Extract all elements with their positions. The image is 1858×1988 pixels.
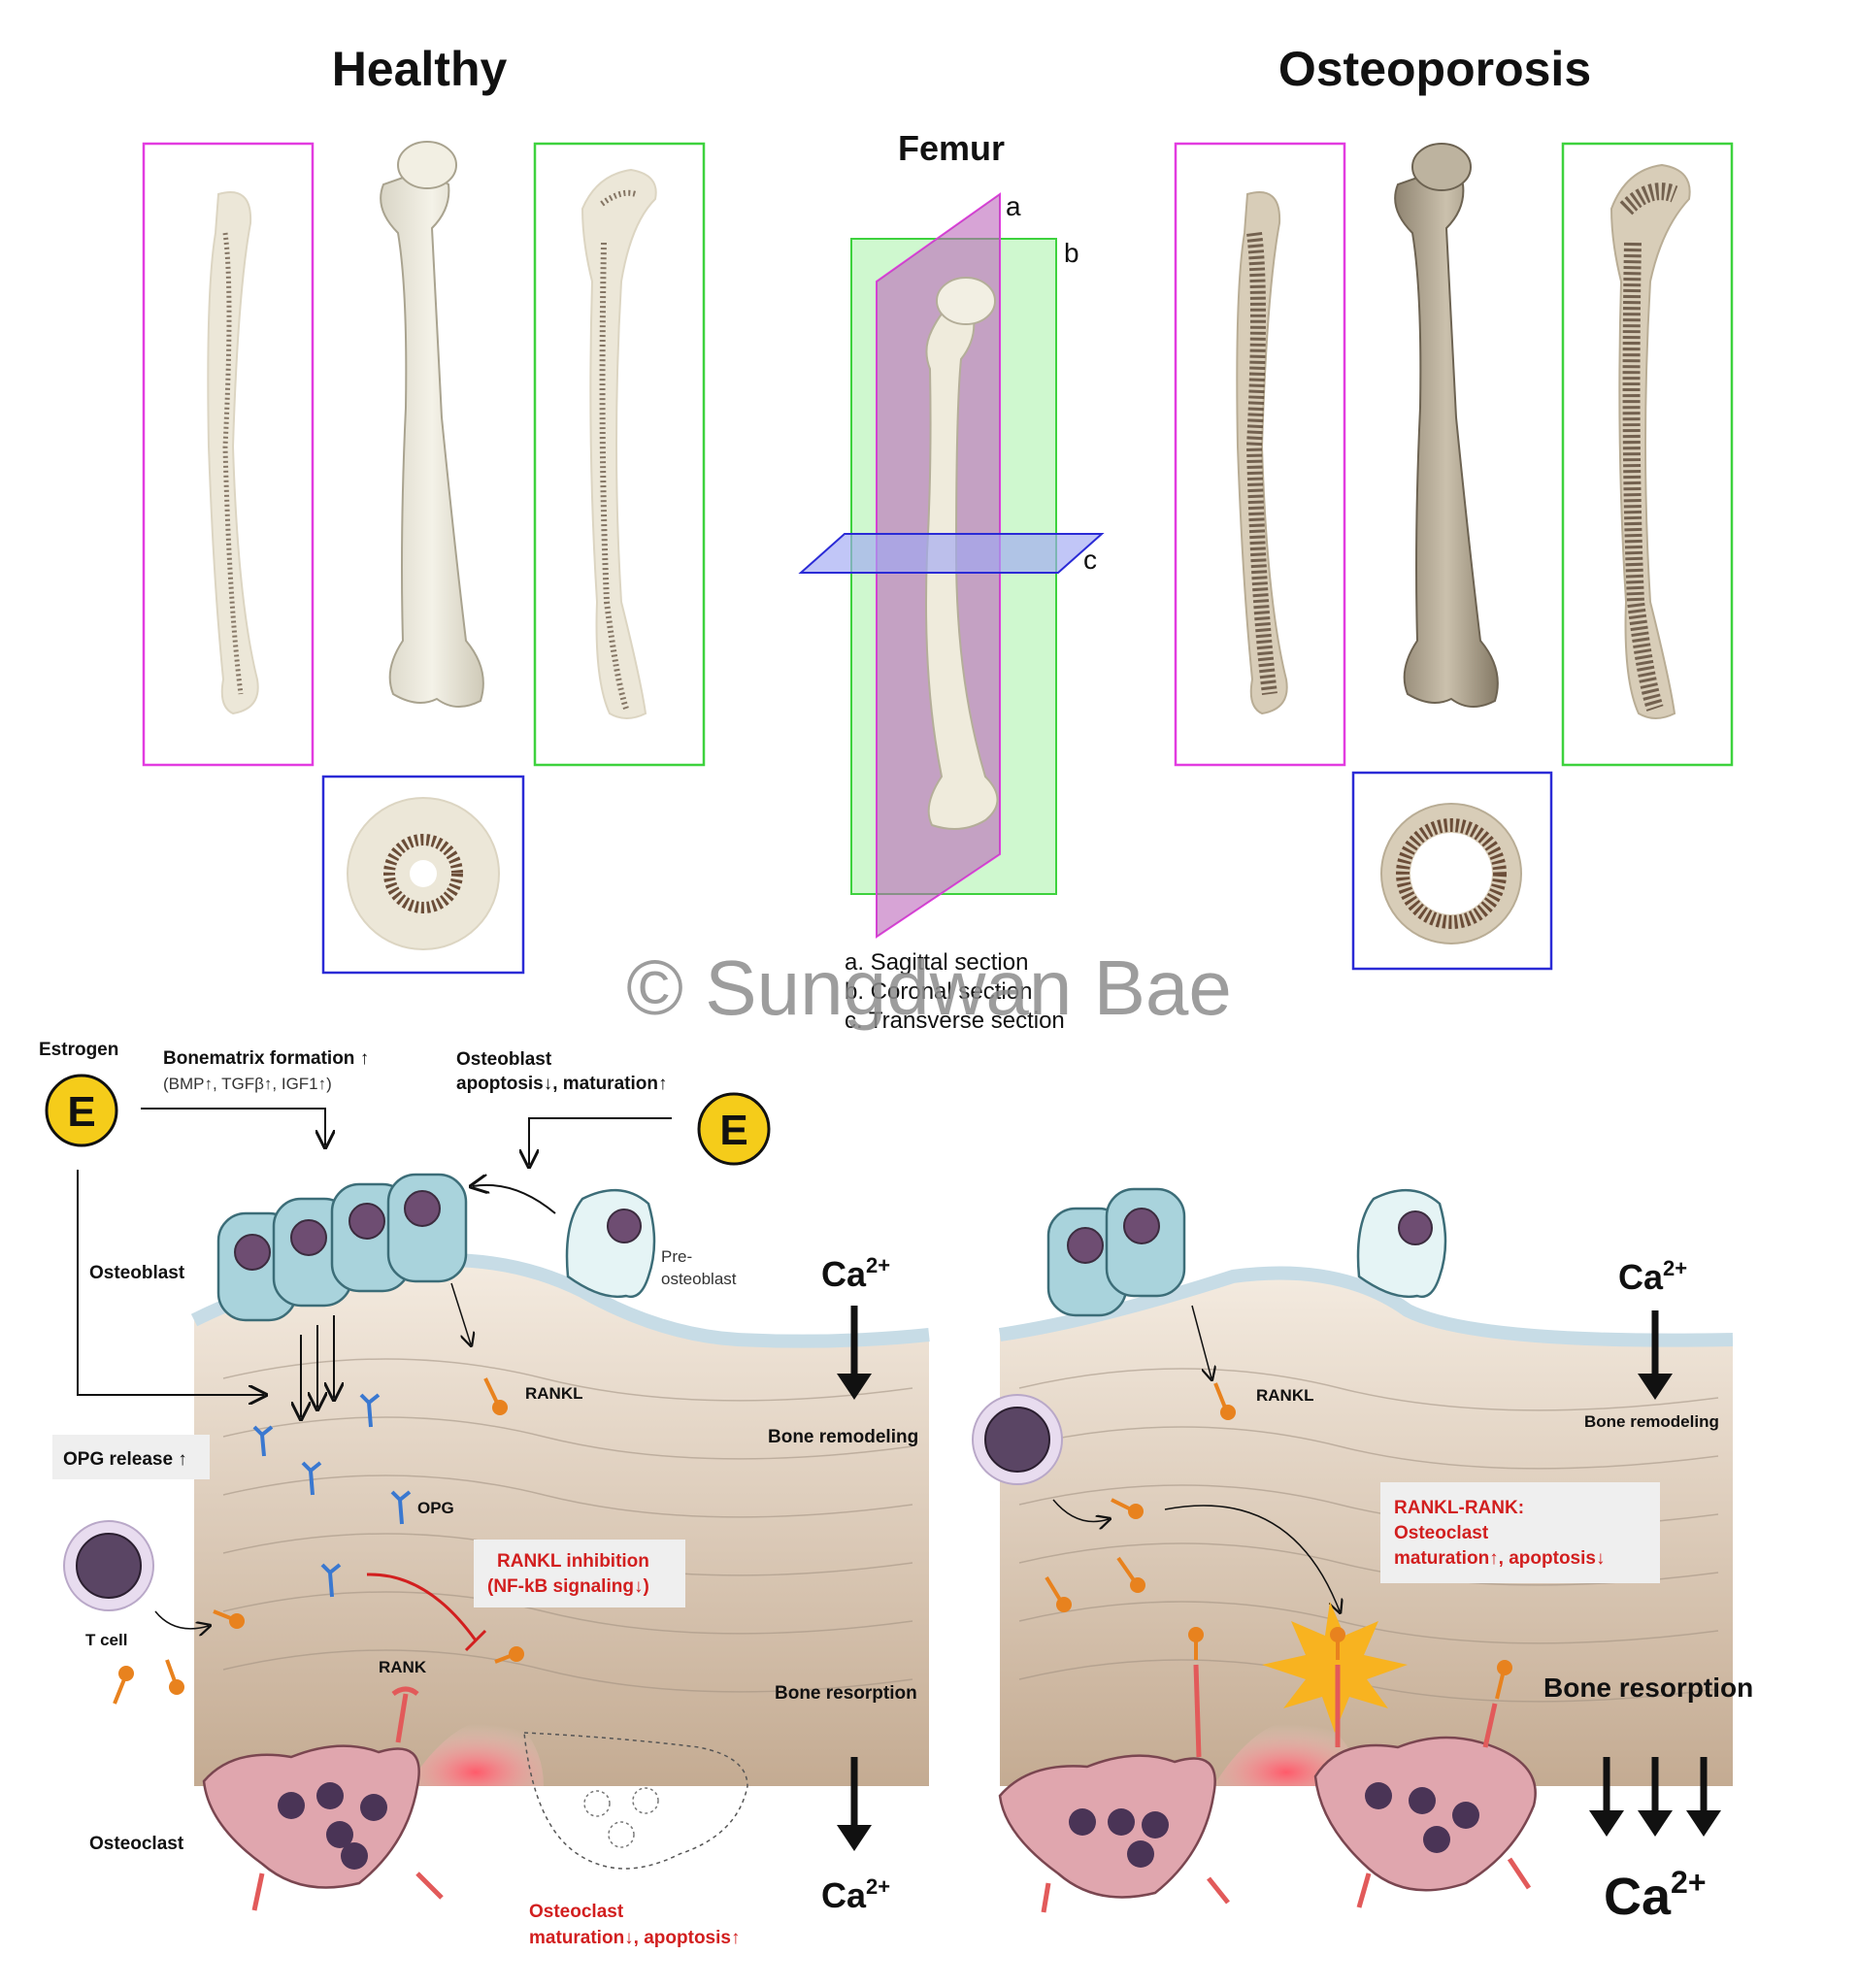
osteoclast-osteo-right xyxy=(1313,1627,1537,1908)
osteoblast-effect-line1: Osteoblast xyxy=(456,1049,552,1070)
rankl-ligand xyxy=(1213,1382,1236,1420)
healthy-osteoblasts xyxy=(216,1173,468,1322)
osteoblast-cell xyxy=(386,1173,468,1283)
estrogen-label: Estrogen xyxy=(39,1040,118,1060)
osteo-bone-resorption: Bone resorption xyxy=(1543,1673,1753,1703)
osteo-sagittal-section xyxy=(1236,191,1288,715)
rankl-ligands-tcell xyxy=(113,1609,245,1705)
osteo-transverse-section xyxy=(1380,803,1522,944)
healthy-coronal-section xyxy=(581,168,657,719)
pre-osteoblast-arrow xyxy=(473,1185,556,1214)
rankl-ligand xyxy=(494,1646,524,1664)
t-cell xyxy=(63,1520,154,1611)
healthy-coronal-frame xyxy=(533,142,706,767)
healthy-transverse-frame xyxy=(321,775,525,975)
healthy-rankl-label: RANKL xyxy=(525,1384,583,1403)
pre-osteoblast-label-2: osteoblast xyxy=(661,1270,737,1288)
rankl-rank-line3: maturation↑, apoptosis↓ xyxy=(1394,1548,1605,1569)
plane-label-a: a xyxy=(1006,191,1021,221)
rankl-ligand xyxy=(483,1377,508,1415)
apoptotic-osteoclast xyxy=(523,1732,748,1870)
osteo-bone-remodeling: Bone remodeling xyxy=(1584,1412,1719,1431)
bonematrix-sublabel: (BMP↑, TGFβ↑, IGF1↑) xyxy=(163,1075,332,1093)
legend-coronal: b. Coronal section xyxy=(845,978,1032,1005)
osteo-sagittal-frame xyxy=(1174,142,1346,767)
pre-osteoblast xyxy=(565,1188,656,1299)
title-healthy: Healthy xyxy=(332,42,508,96)
transverse-plane xyxy=(798,533,1105,574)
inhibition-arrow xyxy=(366,1573,478,1641)
plane-label-c: c xyxy=(1083,545,1097,575)
t-cell-label: T cell xyxy=(85,1631,127,1649)
opg-label: OPG xyxy=(417,1499,454,1517)
healthy-bone-remodeling: Bone remodeling xyxy=(768,1427,918,1447)
femur-planes xyxy=(798,192,1105,939)
estrogen-badge-left: E xyxy=(45,1074,118,1147)
legend-transverse: c. Transverse section xyxy=(845,1008,1065,1034)
healthy-sagittal-frame xyxy=(142,142,315,767)
osteo-femur xyxy=(1394,143,1499,708)
osteoclast-label: Osteoclast xyxy=(89,1834,184,1854)
rankl-inhibition-line2: (NF-kB signaling↓) xyxy=(487,1576,649,1597)
rankl-rank-box xyxy=(1380,1482,1660,1583)
osteo-ca-arrows xyxy=(1589,1757,1721,1837)
estrogen-arrows xyxy=(77,1108,672,1417)
healthy-ca-top: Ca2+ xyxy=(821,1253,890,1294)
osteo-coronal-frame xyxy=(1561,142,1734,767)
pre-osteoblast-label-1: Pre- xyxy=(661,1247,692,1266)
healthy-ca-bottom: Ca2+ xyxy=(821,1874,890,1915)
title-femur: Femur xyxy=(898,128,1005,168)
osteoclast-effect-line1: Osteoclast xyxy=(529,1902,624,1922)
estrogen-badge-letter: E xyxy=(67,1088,95,1136)
healthy-sagittal-section xyxy=(207,191,259,715)
osteo-t-cell xyxy=(972,1394,1063,1485)
title-osteoporosis: Osteoporosis xyxy=(1278,42,1591,96)
osteoclast-osteo-left xyxy=(998,1627,1230,1913)
rankl-rank-line1: RANKL-RANK: xyxy=(1394,1498,1524,1518)
osteo-pre-osteoblast xyxy=(1356,1188,1447,1299)
osteo-ca-top: Ca2+ xyxy=(1618,1256,1687,1297)
opg-release-label: OPG release ↑ xyxy=(63,1449,187,1470)
estrogen-badge-right: E xyxy=(697,1092,771,1166)
healthy-bone-matrix xyxy=(190,1253,930,1786)
activation-burst xyxy=(1262,1602,1408,1733)
osteoclast-effect-line2: maturation↓, apoptosis↑ xyxy=(529,1928,740,1948)
plane-label-b: b xyxy=(1064,238,1079,268)
estrogen-badge-letter: E xyxy=(719,1107,747,1154)
osteo-transverse-frame xyxy=(1351,771,1553,971)
osteo-rankl-label: RANKL xyxy=(1256,1386,1314,1405)
osteo-ca-bottom: Ca2+ xyxy=(1604,1865,1707,1926)
osteoblast-label: Osteoblast xyxy=(89,1263,185,1283)
healthy-femur xyxy=(380,141,484,708)
rankl-rank-line2: Osteoclast xyxy=(1394,1523,1489,1543)
osteo-rankl-ligands xyxy=(1045,1498,1145,1612)
bonematrix-label: Bonematrix formation ↑ xyxy=(163,1048,369,1069)
opg-molecules xyxy=(252,1393,412,1598)
rankl-inhibition-box xyxy=(474,1540,685,1607)
osteo-osteoblasts xyxy=(1046,1187,1186,1317)
healthy-bone-resorption: Bone resorption xyxy=(775,1683,917,1704)
opg-release-box xyxy=(52,1435,210,1479)
rankl-inhibition-line1: RANKL inhibition xyxy=(497,1551,649,1572)
watermark: © Sungdwan Bae xyxy=(626,944,1232,1031)
osteo-coronal-section xyxy=(1609,163,1691,719)
legend-sagittal: a. Sagittal section xyxy=(845,949,1028,976)
osteoblast-effect-line2: apoptosis↓, maturation↑ xyxy=(456,1074,667,1094)
osteoclast-healthy xyxy=(202,1686,444,1911)
rank-label: RANK xyxy=(379,1658,427,1676)
healthy-transverse-section xyxy=(347,797,500,950)
